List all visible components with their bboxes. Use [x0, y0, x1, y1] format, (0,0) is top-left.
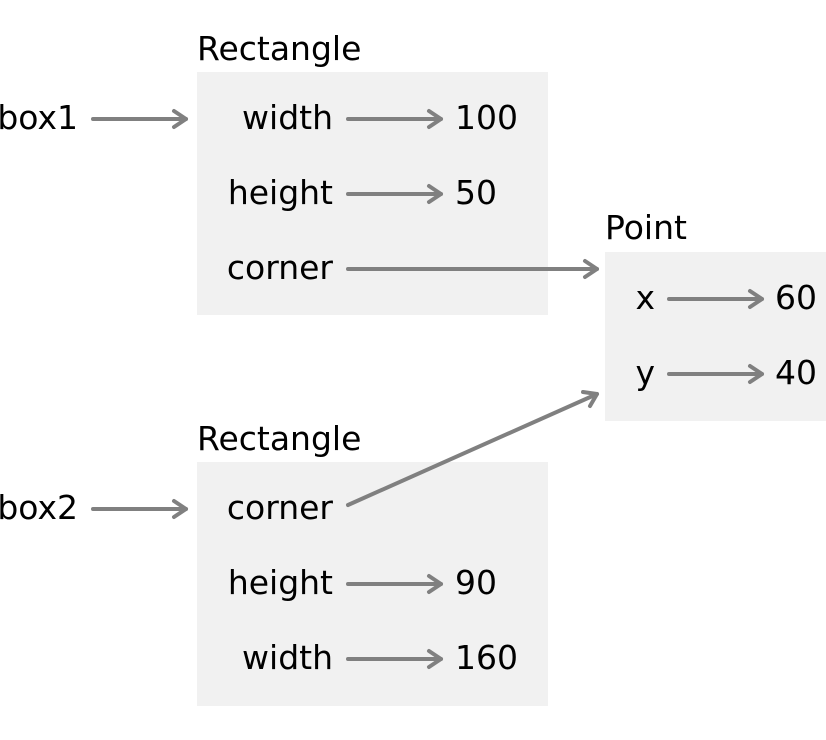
variable-box2: box2: [0, 488, 78, 527]
variable-box1: box1: [0, 98, 78, 137]
rect2-value-width: 160: [455, 638, 518, 677]
point-value-y: 40: [775, 353, 817, 392]
rect1-attr-height: height: [228, 173, 333, 212]
point-box: [605, 252, 826, 421]
arrow-box2-to-rect2: [91, 499, 188, 519]
arrow-rect1-height: [346, 184, 443, 204]
arrow-rect2-height: [346, 574, 443, 594]
arrow-rect2-width: [346, 649, 443, 669]
rect1-attr-corner: corner: [227, 248, 334, 287]
arrow-rect2-corner-to-point: [346, 390, 599, 507]
point-value-x: 60: [775, 278, 817, 317]
arrow-point-x: [667, 289, 764, 309]
rect2-attr-height: height: [228, 563, 333, 602]
arrow-point-y: [667, 364, 764, 384]
point-type-label: Point: [605, 208, 687, 247]
arrow-rect1-corner-to-point: [346, 259, 599, 279]
arrow-box1-to-rect1: [91, 109, 188, 129]
rect1-type-label: Rectangle: [197, 29, 361, 68]
arrow-rect1-width: [346, 109, 443, 129]
rect1-value-width: 100: [455, 98, 518, 137]
rect2-attr-width: width: [242, 638, 333, 677]
rect2-value-height: 90: [455, 563, 497, 602]
rect1-attr-width: width: [242, 98, 333, 137]
rect2-attr-corner: corner: [227, 488, 334, 527]
point-attr-x: x: [635, 278, 655, 317]
point-attr-y: y: [635, 353, 655, 392]
rect1-value-height: 50: [455, 173, 497, 212]
rect2-type-label: Rectangle: [197, 419, 361, 458]
